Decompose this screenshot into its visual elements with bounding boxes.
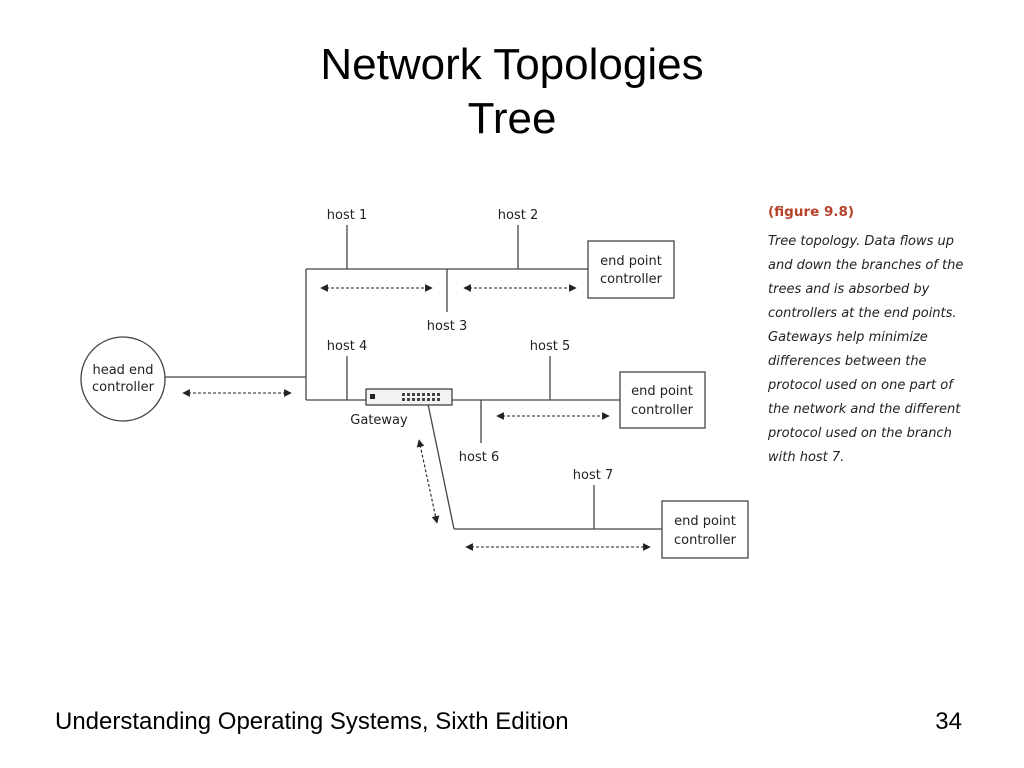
slide-title: Network Topologies Tree: [0, 38, 1024, 146]
footer-book-title: Understanding Operating Systems, Sixth E…: [55, 708, 569, 735]
host7-label: host 7: [573, 468, 613, 483]
epc3-label-line2: controller: [674, 533, 737, 548]
host4-label: host 4: [327, 339, 367, 354]
host6-label: host 6: [459, 450, 499, 465]
host3-label: host 3: [427, 319, 467, 334]
figure-description: Tree topology. Data flows up and down th…: [768, 234, 964, 465]
epc1-label-line1: end point: [600, 254, 662, 269]
gateway-device: [365, 388, 453, 406]
gateway-label: Gateway: [350, 413, 408, 428]
epc2-label-line2: controller: [631, 403, 694, 418]
head-end-label-line2: controller: [92, 380, 155, 395]
head-end-label-line1: head end: [92, 363, 153, 378]
figure-label: (figure 9.8): [768, 204, 855, 220]
epc1-label-line2: controller: [600, 272, 663, 287]
head-end-controller: head end controller: [80, 336, 166, 422]
figure-caption: (figure 9.8) Tree topology. Data flows u…: [768, 204, 968, 470]
host1-label: host 1: [327, 208, 367, 223]
host2-label: host 2: [498, 208, 538, 223]
host5-label: host 5: [530, 339, 570, 354]
flow-arrow-diagonal: [416, 439, 440, 524]
epc2-label-line1: end point: [631, 384, 693, 399]
epc3-label-line1: end point: [674, 514, 736, 529]
end-point-controller-3: end point controller: [661, 500, 749, 559]
title-line-2: Tree: [467, 94, 557, 143]
end-point-controller-2: end point controller: [619, 371, 706, 429]
branch-diagonal: [427, 403, 455, 530]
end-point-controller-1: end point controller: [587, 240, 675, 299]
title-line-1: Network Topologies: [320, 40, 704, 89]
page-number: 34: [935, 708, 962, 735]
